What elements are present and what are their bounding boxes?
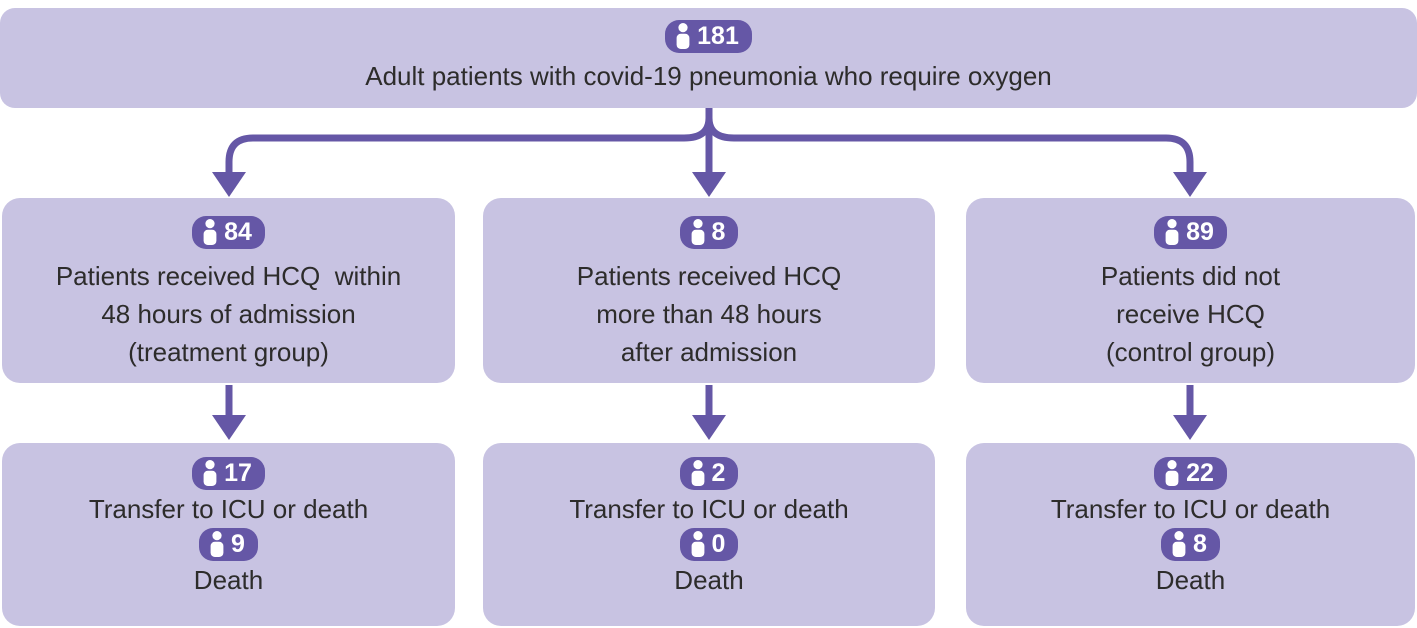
flow-node-control: 89 Patients did not receive HCQ (control… bbox=[966, 198, 1415, 383]
outcome-label: Transfer to ICU or death bbox=[1050, 494, 1331, 524]
node-label: Patients received HCQ more than 48 hours… bbox=[576, 261, 842, 367]
arrowhead-left bbox=[212, 172, 246, 197]
death-label: Death bbox=[193, 565, 264, 595]
count-value: 2 bbox=[711, 458, 726, 487]
count-badge-death-late-hcq: 0 bbox=[679, 528, 739, 561]
count-value: 8 bbox=[711, 217, 726, 246]
person-icon bbox=[691, 219, 704, 245]
arrow-branch-left bbox=[225, 117, 713, 174]
person-icon bbox=[210, 531, 224, 557]
node-label: Adult patients with covid-19 pneumonia w… bbox=[365, 61, 1052, 91]
death-label: Death bbox=[674, 565, 744, 595]
count-value: 8 bbox=[1193, 529, 1207, 558]
person-icon bbox=[1172, 531, 1186, 557]
arrowhead-right bbox=[1173, 172, 1207, 197]
person-icon bbox=[203, 219, 217, 245]
outcome-label: Transfer to ICU or death bbox=[569, 494, 849, 524]
count-value: 22 bbox=[1186, 458, 1214, 487]
count-badge-icu-control: 22 bbox=[1154, 457, 1227, 490]
flow-node-treatment: 84 Patients received HCQ within 48 hours… bbox=[2, 198, 455, 383]
count-badge-icu-late-hcq: 2 bbox=[679, 457, 739, 490]
arrowhead-outcome-right bbox=[1173, 415, 1207, 440]
flow-node-late-hcq: 8 Patients received HCQ more than 48 hou… bbox=[483, 198, 935, 383]
arrowhead-outcome-left bbox=[212, 415, 246, 440]
person-icon bbox=[1165, 460, 1179, 486]
count-value: 0 bbox=[711, 529, 726, 558]
flow-node-outcome-control: 22 Transfer to ICU or death 8 Death bbox=[966, 443, 1415, 626]
count-badge-treatment: 84 bbox=[192, 216, 265, 249]
node-label: Patients received HCQ within 48 hours of… bbox=[55, 261, 402, 367]
person-icon bbox=[691, 531, 704, 557]
count-badge-root: 181 bbox=[665, 20, 752, 53]
count-badge-death-control: 8 bbox=[1161, 528, 1220, 561]
count-value: 89 bbox=[1186, 217, 1214, 246]
count-value: 84 bbox=[224, 217, 252, 246]
arrowhead-outcome-center bbox=[692, 415, 726, 440]
person-icon bbox=[691, 460, 704, 486]
death-label: Death bbox=[1155, 565, 1226, 595]
flow-node-outcome-late-hcq: 2 Transfer to ICU or death 0 Death bbox=[483, 443, 935, 626]
count-value: 9 bbox=[231, 529, 245, 558]
person-icon bbox=[1165, 219, 1179, 245]
person-icon bbox=[676, 23, 690, 49]
count-badge-death-treatment: 9 bbox=[199, 528, 258, 561]
count-value: 181 bbox=[697, 21, 739, 50]
outcome-label: Transfer to ICU or death bbox=[88, 494, 369, 524]
arrowhead-center bbox=[692, 172, 726, 197]
flow-node-outcome-treatment: 17 Transfer to ICU or death 9 Death bbox=[2, 443, 455, 626]
count-badge-late-hcq: 8 bbox=[679, 216, 739, 249]
node-label: Patients did not receive HCQ (control gr… bbox=[1100, 261, 1281, 367]
count-badge-icu-treatment: 17 bbox=[192, 457, 265, 490]
arrow-branch-right bbox=[705, 117, 1194, 174]
count-value: 17 bbox=[224, 458, 252, 487]
person-icon bbox=[203, 460, 217, 486]
count-badge-control: 89 bbox=[1154, 216, 1227, 249]
flow-node-root: 181 Adult patients with covid-19 pneumon… bbox=[0, 8, 1417, 108]
